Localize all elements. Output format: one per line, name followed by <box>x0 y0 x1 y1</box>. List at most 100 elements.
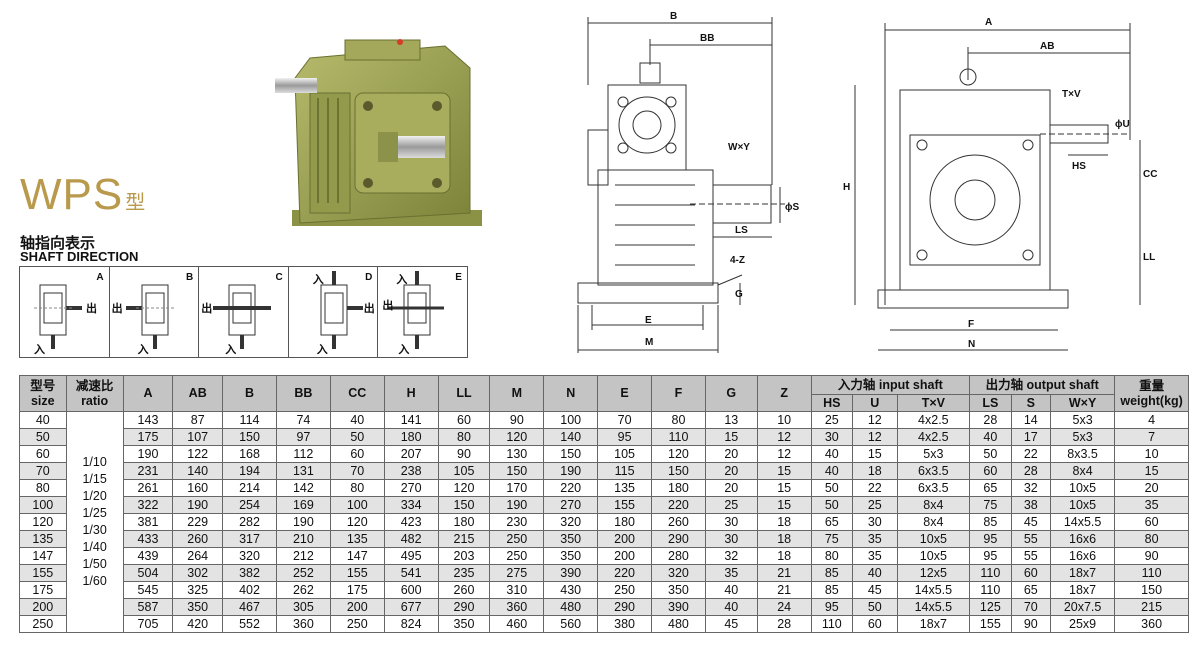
shaft-diagram-a <box>34 284 82 349</box>
table-cell: 430 <box>543 581 599 599</box>
table-cell: 420 <box>172 615 224 633</box>
in-label-top: 入 <box>312 274 324 286</box>
table-cell: 10 <box>756 411 812 429</box>
table-cell: 350 <box>543 530 599 548</box>
table-cell: 254 <box>222 496 277 514</box>
out-label: 出 <box>201 303 213 315</box>
table-cell: 4 <box>1114 411 1189 429</box>
gearbox-photo <box>275 39 482 226</box>
table-cell: 12 <box>756 445 812 463</box>
table-cell: 238 <box>383 462 439 480</box>
box-letter: B <box>185 272 194 283</box>
table-cell: 35 <box>704 564 758 582</box>
shaft-direction-title-cn: 轴指向表示 <box>20 235 96 252</box>
dim-bb: BB <box>700 33 714 44</box>
table-cell: 25 <box>852 496 898 514</box>
table-cell: 107 <box>172 428 224 446</box>
table-cell: 15 <box>756 479 812 497</box>
table-cell: 482 <box>383 530 439 548</box>
shaft-direction-title-en: SHAFT DIRECTION <box>20 249 139 264</box>
table-cell: 150 <box>651 462 706 480</box>
table-cell: 24 <box>756 598 812 616</box>
ratio-value: 1/40 <box>82 540 107 554</box>
table-cell: 381 <box>122 513 174 531</box>
table-cell: 4x2.5 <box>896 411 971 429</box>
table-cell: 141 <box>383 411 439 429</box>
table-cell: 50 <box>329 428 385 446</box>
dim-wxy: W×Y <box>728 142 750 153</box>
table-cell: 220 <box>597 564 653 582</box>
box-letter: E <box>455 272 462 283</box>
table-cell: 87 <box>172 411 224 429</box>
table-cell: 100 <box>19 496 67 514</box>
table-cell: 433 <box>122 530 174 548</box>
table-cell: 290 <box>437 598 491 616</box>
table-cell: 552 <box>222 615 277 633</box>
table-cell: 190 <box>543 462 599 480</box>
table-cell: 180 <box>597 513 653 531</box>
col-ls: LS <box>969 394 1012 412</box>
table-cell: 252 <box>275 564 331 582</box>
table-cell: 147 <box>329 547 385 565</box>
table-cell: 194 <box>222 462 277 480</box>
table-cell: 460 <box>489 615 545 633</box>
table-cell: 4x2.5 <box>896 428 971 446</box>
table-cell: 220 <box>543 479 599 497</box>
table-cell: 250 <box>489 547 545 565</box>
table-cell: 705 <box>122 615 174 633</box>
table-cell: 22 <box>852 479 898 497</box>
table-cell: 95 <box>597 428 653 446</box>
table-cell: 260 <box>172 530 224 548</box>
table-cell: 16x6 <box>1049 530 1116 548</box>
table-cell: 350 <box>172 598 224 616</box>
table-cell: 38 <box>1010 496 1051 514</box>
ratio-value: 1/60 <box>82 574 107 588</box>
dim-g: G <box>735 289 743 300</box>
table-cell: 30 <box>704 513 758 531</box>
table-cell: 6x3.5 <box>896 479 971 497</box>
table-cell: 75 <box>969 496 1012 514</box>
table-cell: 504 <box>122 564 174 582</box>
dim-h: H <box>843 182 850 193</box>
out-label: 出 <box>86 303 97 315</box>
table-cell: 150 <box>437 496 491 514</box>
table-cell: 390 <box>651 598 706 616</box>
table-cell: 325 <box>172 581 224 599</box>
table-cell: 90 <box>437 445 491 463</box>
ratio-value: 1/10 <box>82 455 107 469</box>
table-cell: 824 <box>383 615 439 633</box>
ratio-value: 1/25 <box>82 506 107 520</box>
table-cell: 120 <box>329 513 385 531</box>
table-cell: 110 <box>651 428 706 446</box>
dim-ll: LL <box>1143 252 1155 263</box>
col-b: B <box>222 375 277 412</box>
table-cell: 25 <box>704 496 758 514</box>
table-cell: 45 <box>1010 513 1051 531</box>
table-cell: 18 <box>756 513 812 531</box>
table-cell: 207 <box>383 445 439 463</box>
shaft-direction-box-b: B 出 入 <box>110 267 200 357</box>
table-cell: 16x6 <box>1049 547 1116 565</box>
table-cell: 155 <box>329 564 385 582</box>
table-cell: 7 <box>1114 428 1189 446</box>
table-cell: 229 <box>172 513 224 531</box>
model-suffix: 型 <box>125 192 147 214</box>
table-cell: 60 <box>1114 513 1189 531</box>
table-cell: 131 <box>275 462 331 480</box>
table-cell: 15 <box>1114 462 1189 480</box>
table-cell: 80 <box>19 479 67 497</box>
table-cell: 5x3 <box>1049 428 1116 446</box>
table-cell: 250 <box>19 615 67 633</box>
table-cell: 35 <box>852 547 898 565</box>
col-cc: CC <box>329 375 385 412</box>
table-cell: 467 <box>222 598 277 616</box>
table-cell: 40 <box>852 564 898 582</box>
ratio-value: 1/50 <box>82 557 107 571</box>
col-f: F <box>651 375 706 412</box>
table-cell: 143 <box>122 411 174 429</box>
table-cell: 18x7 <box>1049 564 1116 582</box>
